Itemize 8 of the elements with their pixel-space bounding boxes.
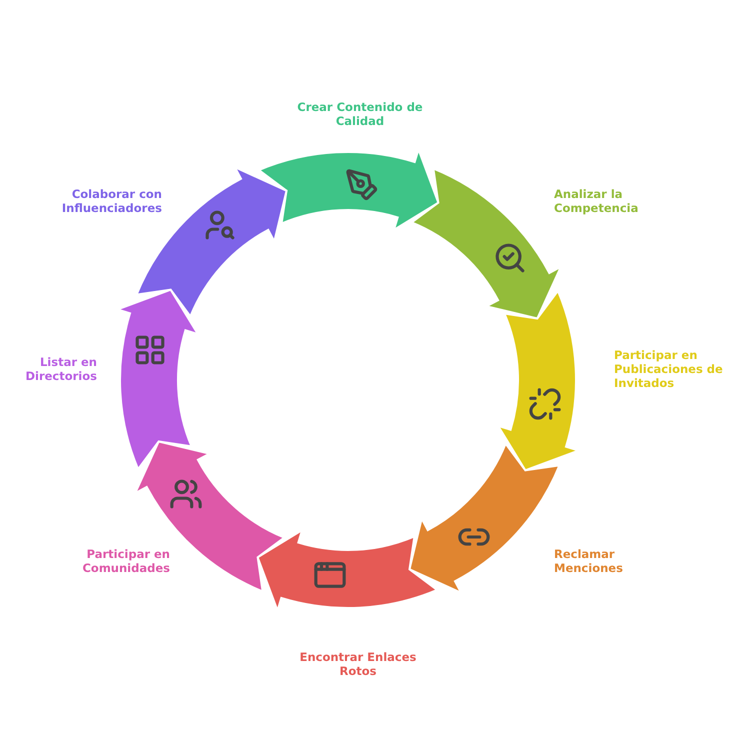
step-label: Reclamar Menciones (554, 547, 624, 575)
step-label: Listar en Directorios (24, 355, 97, 383)
step-label: Encontrar Enlaces Rotos (298, 650, 418, 678)
step-label: Colaborar con Influenciadores (60, 187, 162, 215)
step-label: Analizar la Competencia (554, 187, 640, 215)
step-label: Participar en Publicaciones de Invitados (614, 348, 724, 390)
step-label: Crear Contenido de Calidad (296, 100, 424, 128)
step-label: Participar en Comunidades (81, 547, 170, 575)
